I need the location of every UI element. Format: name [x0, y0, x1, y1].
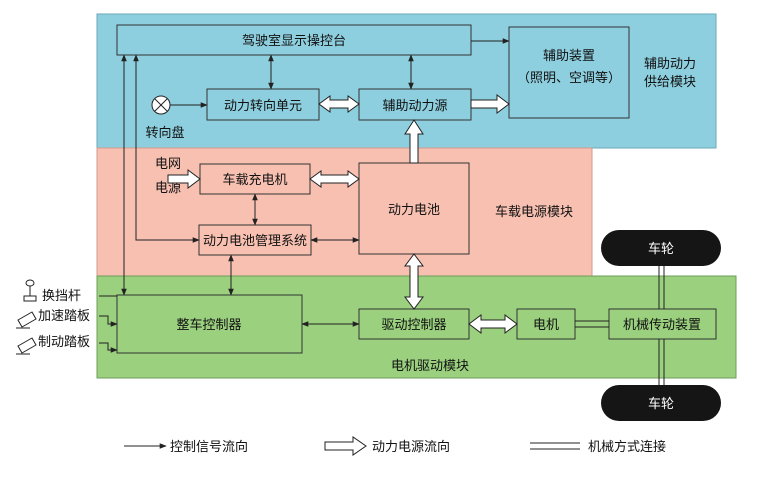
console-label: 驾驶室显示操控台 [242, 33, 346, 49]
accelerator-label: 加速踏板 [38, 309, 90, 324]
bms-label: 动力电池管理系统 [203, 234, 307, 249]
motor-label: 电机 [533, 318, 559, 333]
power-module-label: 车载电源模块 [495, 204, 573, 220]
wheel-bottom-label: 车轮 [648, 396, 674, 412]
aux-module-label: 辅助动力供给模块 [644, 57, 696, 90]
aux-device-label: 辅助装置（照明、空调等） [517, 49, 621, 86]
arrow-console-bms [133, 54, 200, 243]
charger-label: 车载充电机 [222, 172, 287, 188]
power-arrow-grid-charger [167, 169, 201, 189]
wheel-top-label: 车轮 [648, 241, 674, 257]
power-arrow-battery-motorctrl [404, 253, 424, 310]
vcu-label: 整车控制器 [176, 317, 241, 333]
transmission-box [608, 308, 717, 340]
power-arrow-battery-auxpower [404, 119, 424, 164]
arrow-accel-vcu [99, 315, 118, 327]
brake-label: 制动踏板 [38, 335, 90, 350]
battery-label: 动力电池 [388, 203, 440, 218]
aux-device-box [508, 26, 630, 119]
power-arrow-charger-battery [309, 170, 360, 188]
aux-module-bg [96, 13, 717, 149]
axle-connection [658, 266, 665, 385]
motor-transmission-link [575, 320, 609, 328]
console-box [116, 24, 472, 56]
motor-ctrl-label: 驱动控制器 [381, 318, 446, 333]
wheel-bottom [601, 385, 721, 421]
arrow-brake-vcu [99, 342, 118, 353]
legend-signal-label: 控制信号流向 [170, 439, 248, 455]
steering-unit-label: 动力转向单元 [224, 98, 302, 114]
power-arrow-auxpower-steering [318, 95, 360, 113]
gear-lever-icon [23, 279, 37, 302]
legend-power-label: 动力电源流向 [372, 439, 450, 455]
accelerator-pedal-icon [16, 311, 37, 329]
power-arrow-motorctrl-motor [468, 314, 518, 334]
legend: 控制信号流向 动力电源流向 机械方式连接 [124, 436, 666, 456]
legend-mech-label: 机械方式连接 [588, 439, 666, 455]
power-arrow-auxpower-device [470, 94, 510, 114]
drive-module-label: 电机驱动模块 [391, 359, 469, 374]
steering-wheel-label: 转向盘 [145, 125, 184, 141]
transmission-label: 机械传动装置 [623, 318, 701, 333]
legend-power-arrow [324, 436, 367, 456]
gear-lever-label: 换挡杆 [42, 289, 81, 304]
wheel-top [601, 230, 721, 266]
brake-pedal-icon [16, 337, 37, 355]
steering-wheel-icon [151, 95, 171, 115]
aux-power-label: 辅助动力源 [382, 99, 447, 114]
